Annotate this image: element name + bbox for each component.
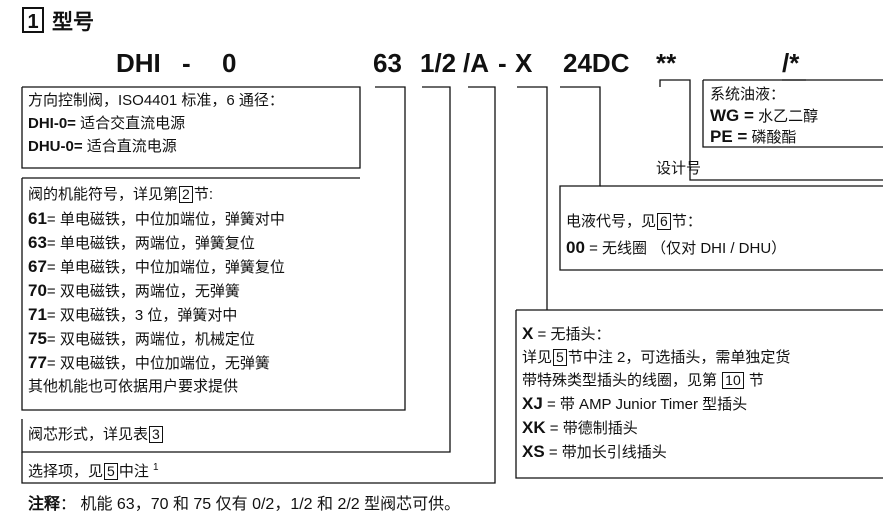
function-ref: 2 (179, 186, 193, 203)
plug-note-1-ref: 5 (553, 349, 567, 366)
function-code: 77 (28, 353, 47, 372)
spool-type-ref: 3 (149, 426, 163, 443)
function-desc: = 单电磁铁，两端位，弹簧复位 (46, 235, 255, 252)
dhu-desc: 适合直流电源 (82, 138, 177, 155)
plug-note-1-post: 节中注 2，可选插头，需单独定货 (567, 349, 791, 366)
function-code: 70 (28, 281, 47, 300)
plug-note-2-pre: 带特殊类型插头的线圈，见第 (522, 372, 722, 389)
function-desc: = 双电磁铁，中位加端位，无弹簧 (46, 355, 270, 372)
function-intro-post: 节: (193, 186, 213, 203)
plug-item-desc: = 带德制插头 (545, 420, 638, 437)
footnote-text: ： 机能 63，70 和 75 仅有 0/2，1/2 和 2/2 型阀芯可供。 (60, 496, 461, 513)
code-seal: /* (782, 48, 800, 78)
voltage-option: 00 = 无线圈 （仅对 DHI / DHU） (566, 236, 786, 260)
code-design: ** (656, 48, 677, 78)
footnote-label: 注释 (28, 496, 61, 513)
dhu-line: DHU-0= 适合直流电源 (28, 135, 177, 158)
function-code: 71 (28, 305, 47, 324)
function-desc: = 双电磁铁，3 位，弹簧对中 (46, 307, 238, 324)
valve-desc: 方向控制阀，ISO4401 标准，6 通径： (28, 92, 284, 109)
plug-x-code: X (522, 324, 534, 343)
code-plug: X (515, 48, 533, 78)
function-code: 61 (28, 209, 47, 228)
seals-title: 系统油液： (710, 86, 786, 103)
plug-item: XK = 带德制插头 (522, 416, 790, 440)
seals-pe: PE = 磷酸酯 (710, 125, 797, 149)
voltage-ref: 6 (657, 213, 671, 230)
dhi-code: DHI-0= (28, 115, 76, 132)
function-desc: = 双电磁铁，两端位，机械定位 (46, 331, 255, 348)
code-dash-2: - (498, 48, 507, 78)
function-list: 61= 单电磁铁，中位加端位，弹簧对中 63= 单电磁铁，两端位，弹簧复位 67… (28, 207, 285, 398)
plug-note-2-post: 节 (744, 372, 764, 389)
options-pre: 选择项，见 (28, 463, 104, 480)
code-spool: 1/2 (420, 48, 457, 78)
seals-wg: WG = 水乙二醇 (710, 104, 818, 128)
plug-x-desc: = 无插头： (533, 326, 611, 343)
section-number: 1 (22, 7, 44, 33)
function-intro-pre: 阀的机能符号，详见第 (28, 186, 179, 203)
plug-x: X = 无插头： (522, 322, 790, 346)
wg-code: WG = (710, 106, 754, 125)
plug-item-desc: = 带 AMP Junior Timer 型插头 (542, 396, 748, 413)
plug-item-code: XS (522, 442, 545, 461)
code-option: /A (463, 48, 489, 78)
dhi-line: DHI-0= 适合交直流电源 (28, 112, 185, 135)
plug-note-2-ref: 10 (722, 372, 744, 389)
footnote: 注释： 机能 63，70 和 75 仅有 0/2，1/2 和 2/2 型阀芯可供… (28, 490, 460, 514)
code-dash-1: - (182, 48, 191, 78)
plug-item-code: XK (522, 418, 546, 437)
section-title: 型号 (52, 11, 94, 34)
dhu-code: DHU-0= (28, 138, 83, 155)
pe-code: PE = (710, 127, 748, 146)
function-item: 67= 单电磁铁，中位加端位，弹簧复位 (28, 255, 285, 279)
function-desc: = 单电磁铁，中位加端位，弹簧对中 (46, 211, 285, 228)
function-item: 77= 双电磁铁，中位加端位，无弹簧 (28, 351, 285, 375)
plug-item: XJ = 带 AMP Junior Timer 型插头 (522, 392, 790, 416)
code-dhi: DHI (116, 48, 161, 78)
function-footer: 其他机能也可依据用户要求提供 (28, 378, 239, 395)
options-post: 中注 (118, 463, 149, 480)
voltage-code: 00 (566, 238, 585, 257)
plug-item: XS = 带加长引线插头 (522, 440, 790, 464)
voltage-pre: 电液代号，见 (566, 213, 657, 230)
function-code: 75 (28, 329, 47, 348)
code-size: 63 (373, 48, 402, 78)
wg-desc: 水乙二醇 (753, 108, 819, 125)
function-item: 61= 单电磁铁，中位加端位，弹簧对中 (28, 207, 285, 231)
spool-type-pre: 阀芯形式，详见表 (28, 426, 149, 443)
voltage-desc: = 无线圈 （仅对 DHI / DHU） (584, 240, 787, 257)
dhi-desc: 适合交直流电源 (75, 115, 186, 132)
plug-note-2: 带特殊类型插头的线圈，见第 10 节 (522, 369, 790, 392)
code-zero: 0 (222, 48, 237, 78)
voltage-post: 节： (671, 213, 702, 230)
options-ref: 5 (104, 463, 118, 480)
function-code: 63 (28, 233, 47, 252)
plug-note-1-pre: 详见 (522, 349, 553, 366)
function-item: 75= 双电磁铁，两端位，机械定位 (28, 327, 285, 351)
function-code: 67 (28, 257, 47, 276)
code-voltage: 24DC (563, 48, 630, 78)
options-sup: 1 (153, 462, 159, 473)
function-item: 63= 单电磁铁，两端位，弹簧复位 (28, 231, 285, 255)
design-number: 设计号 (656, 160, 702, 177)
function-desc: = 双电磁铁，两端位，无弹簧 (46, 283, 240, 300)
plug-item-code: XJ (522, 394, 543, 413)
pe-desc: 磷酸酯 (747, 129, 797, 146)
function-item: 71= 双电磁铁，3 位，弹簧对中 (28, 303, 285, 327)
function-item: 70= 双电磁铁，两端位，无弹簧 (28, 279, 285, 303)
function-desc: = 单电磁铁，中位加端位，弹簧复位 (46, 259, 285, 276)
plug-item-desc: = 带加长引线插头 (544, 444, 667, 461)
